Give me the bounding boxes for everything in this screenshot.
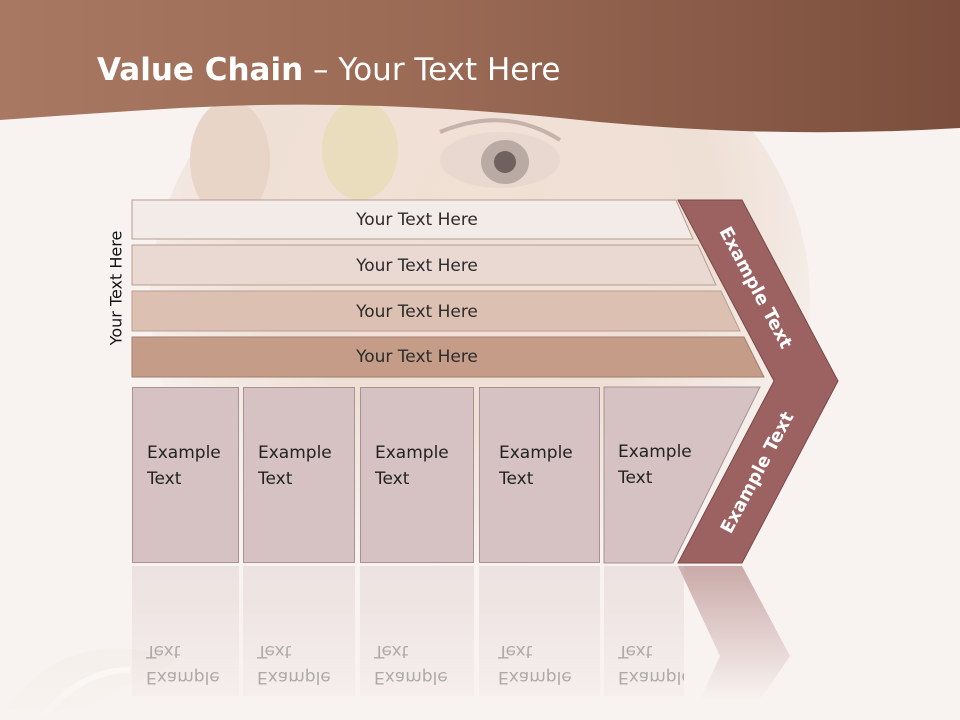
column-shape-5 <box>603 386 761 564</box>
column-4-line2: Text <box>499 469 534 489</box>
row-shape-2 <box>131 244 717 286</box>
page-title: Value Chain – Your Text Here <box>97 52 560 88</box>
column-5-line1: Example <box>618 442 692 462</box>
title-rest: – Your Text Here <box>303 52 561 88</box>
row-2: Your Text Here <box>132 245 702 287</box>
chevron-arrow <box>677 199 839 564</box>
column-4-line1: Example <box>499 443 573 463</box>
row-shape-4 <box>131 336 765 378</box>
column-1-line2: Text <box>147 469 182 489</box>
column-1-line1: Example <box>147 443 221 463</box>
row-1-label: Your Text Here <box>356 209 478 230</box>
row-4-label: Your Text Here <box>356 347 478 367</box>
column-3-line2: Text <box>375 469 410 489</box>
column-2-line2: Text <box>258 469 293 489</box>
row-shape-3 <box>131 290 741 332</box>
title-bold: Value Chain <box>97 52 304 88</box>
row-3-label: Your Text Here <box>356 301 478 322</box>
row-4: Your Text Here <box>132 337 702 377</box>
row-3: Your Text Here <box>132 291 702 332</box>
row-2-label: Your Text Here <box>356 256 478 276</box>
column-3-line1: Example <box>375 443 449 463</box>
column-5-line2: Text <box>618 468 653 488</box>
column-2-line1: Example <box>258 443 332 463</box>
chevron-reflection <box>678 566 790 700</box>
row-shape-1 <box>131 199 694 240</box>
row-1: Your Text Here <box>132 200 702 239</box>
header-band <box>0 0 960 133</box>
